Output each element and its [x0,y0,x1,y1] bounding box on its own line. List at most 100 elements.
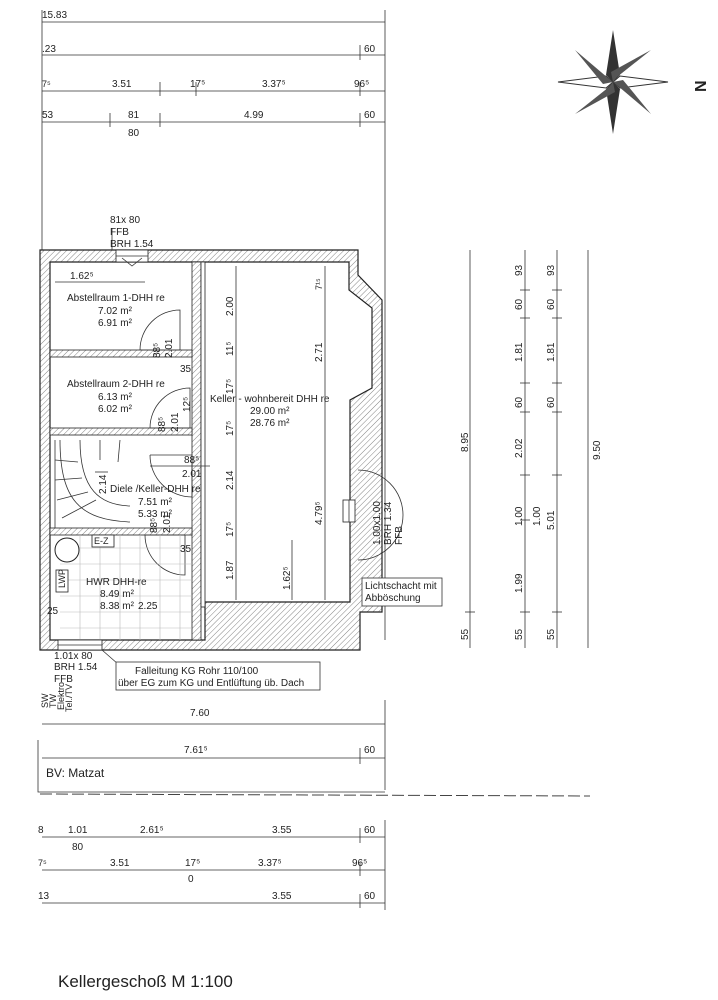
dim-label: 1.62⁵ [282,566,293,590]
dim-label: 7¹⁵ [314,278,324,290]
dim-label: 2.01 [182,469,202,480]
dim-label: 60 [364,110,376,121]
window-top-brh: BRH 1.54 [110,239,154,250]
dim-label: 93 [514,264,525,276]
window-right-size: 1.00x1.00 [372,501,383,545]
electric-meter-label: E-Z [94,536,109,546]
dim-label: 0 [188,874,194,885]
dim-label: 3.51 [110,858,130,869]
dim-label: 1.81 [514,342,525,362]
dim-label: 93 [546,264,557,276]
dim-label: 1.00 [532,506,543,526]
bottom-dimension-chains: 7.60 7.61⁵ 60 8 1.01 80 2.61⁵ 3.55 60 7⁵… [37,700,591,910]
dim-label: 80 [128,128,140,139]
window-right-ffb: FFB [394,526,405,545]
dim-label: 3.51 [112,79,132,90]
window-bottom-ffb: FFB [54,674,73,685]
dim-overall-depth: 9.50 [592,440,603,460]
dim-label: 7.60 [190,708,210,719]
window-top [111,228,149,267]
dim-label: 25 [47,606,59,617]
dim-label: 2.14 [98,474,109,494]
dim-label: 60 [364,825,376,836]
dim-label: 88⁵ [149,518,160,533]
room-area: 7.51 m² [138,497,173,508]
dim-label: 60 [514,396,525,408]
room-name: Abstellraum 1-DHH re [67,293,165,304]
dim-label: 8 [38,825,44,836]
inner-dimensions: 1.62⁵ 88⁵ 2.01 35 12⁵ 88⁵ 2.01 88⁵ 2.01 … [47,266,326,617]
room-area: 8.49 m² [100,589,135,600]
window-bottom [57,639,321,691]
room-area: 6.91 m² [98,318,133,329]
top-dimension-chains: 15.83 .23 60 7⁵ 3.51 17⁵ 3.37⁵ 96⁵ 53 81… [41,10,386,640]
client-label: BV: Matzat [46,766,105,780]
dim-label: 7⁵ [42,79,51,89]
svg-text:Elektro: Elektro [56,682,66,710]
dim-label: 1.00 [514,506,525,526]
room-area: 6.02 m² [98,404,133,415]
room-name: Abstellraum 2-DHH re [67,379,165,390]
dim-label: 12⁵ [182,397,193,412]
dim-label: 55 [546,628,557,640]
dim-label: 96⁵ [354,79,369,90]
dim-label: 4.99 [244,110,264,121]
drain-note-2: über EG zum KG und Entlüftung üb. Dach [118,678,304,689]
dim-label: 3.37⁵ [258,858,282,869]
svg-text:SW: SW [40,693,50,708]
room-area: 6.13 m² [98,392,133,403]
dim-label: 1.62⁵ [70,271,94,282]
lightwell-label-1: Lichtschacht mit [365,581,437,592]
dim-label: 5.01 [546,510,557,530]
window-bottom-size: 1.01x 80 [54,651,93,662]
room-name: Diele /Keller-DHH re [110,484,201,495]
dim-label: 3.55 [272,891,292,902]
dim-label: 2.14 [225,470,236,490]
window-top-ffb: FFB [110,227,129,238]
dim-label: 60 [364,44,376,55]
window-right-brh: BRH 1.34 [383,501,394,545]
light-well [342,469,443,607]
dim-label: 2.02 [514,438,525,458]
technical-equipment [54,534,115,593]
dim-label: 2.61⁵ [140,825,164,836]
svg-text:TW: TW [48,694,58,708]
dim-label: 1.01 [68,825,88,836]
dim-label: 4.79⁵ [314,501,325,525]
window-top-size: 81x 80 [110,215,140,226]
dim-label: 60 [546,396,557,408]
dim-label: 53 [42,110,54,121]
dim-label: 60 [546,298,557,310]
dim-label: 3.37⁵ [262,79,286,90]
dim-label: 55 [460,628,471,640]
dim-label: 3.55 [272,825,292,836]
svg-text:Tel./TV: Tel./TV [64,684,74,712]
dim-label: 2.71 [314,342,325,362]
dim-label: 17⁵ [190,79,205,90]
drain-note-1: Falleitung KG Rohr 110/100 [135,666,259,677]
dim-label: .23 [42,44,56,55]
dim-label: 35 [180,364,192,375]
room-area: 29.00 m² [250,406,290,417]
building-walls [39,249,383,651]
dim-label: 81 [128,110,140,121]
doors [139,309,193,576]
dim-label: 7.61⁵ [184,745,208,756]
dim-label: 11⁵ [225,341,236,356]
room-labels: Abstellraum 1-DHH re 7.02 m² 6.91 m² Abs… [67,293,330,612]
heat-pump-label: LWP [57,569,67,588]
utility-labels: SW TW Elektro Tel./TV [40,682,74,712]
room-name: HWR DHH-re [86,577,147,588]
drawing-title: Kellergeschoß M 1:100 [58,972,233,991]
room-area: 8.38 m² [100,601,135,612]
room-area: 28.76 m² [250,418,290,429]
dim-label: 17⁵ [225,421,236,436]
staircase [54,439,131,528]
dim-label: 60 [364,745,376,756]
lightwell-label-2: Abböschung [365,593,421,604]
dim-label: 1.81 [546,342,557,362]
room-area: 7.02 m² [98,306,133,317]
north-label: N [693,80,710,92]
dim-label: 60 [514,298,525,310]
